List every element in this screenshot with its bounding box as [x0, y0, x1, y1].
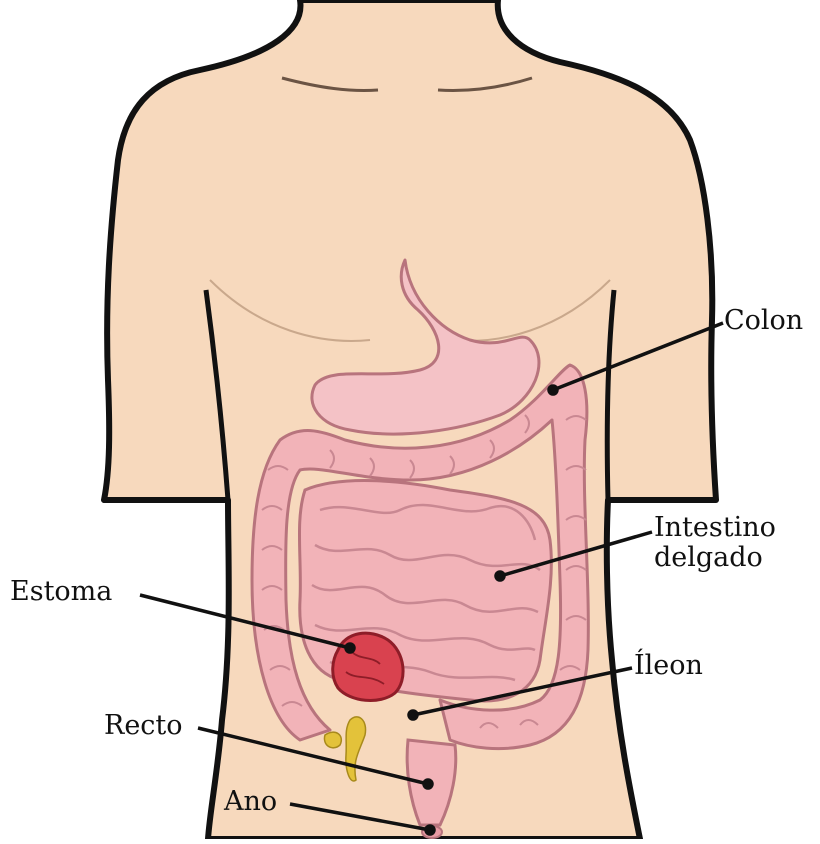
intestino-dot: [496, 572, 504, 580]
ileon-dot: [409, 711, 417, 719]
stoma: [333, 633, 403, 700]
label-ileon: Íleon: [634, 651, 703, 681]
label-colon: Colon: [724, 306, 803, 336]
colon-dot: [549, 386, 557, 394]
stool-1: [324, 732, 341, 748]
label-intestino-line1: Intestino: [654, 513, 776, 543]
ano-dot: [426, 826, 434, 834]
label-intestino-delgado: Intestino delgado: [654, 513, 776, 573]
recto-dot: [424, 780, 432, 788]
label-recto: Recto: [104, 711, 183, 741]
label-intestino-line2: delgado: [654, 543, 776, 573]
label-estoma: Estoma: [10, 577, 112, 607]
label-ano: Ano: [224, 787, 277, 817]
estoma-dot: [346, 644, 354, 652]
